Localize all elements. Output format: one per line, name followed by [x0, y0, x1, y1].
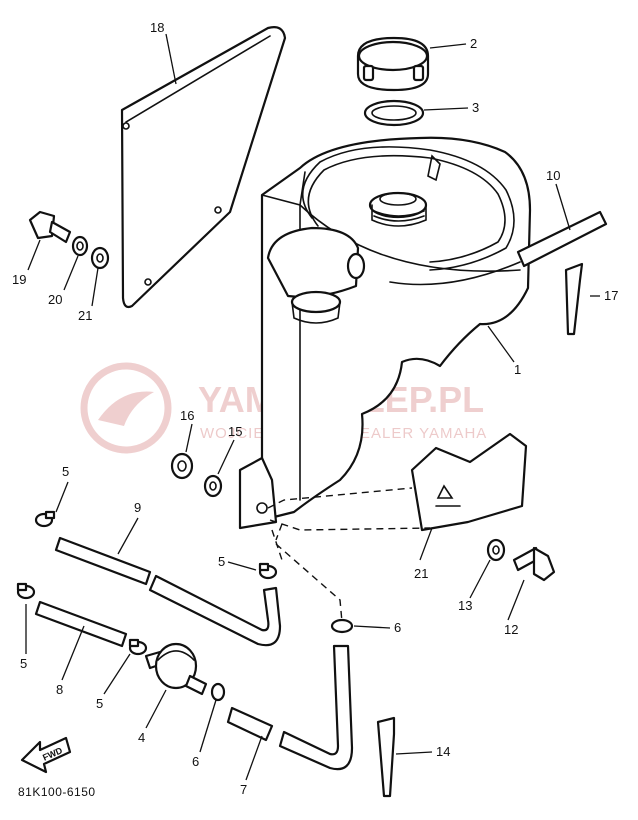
part-13-strap — [376, 716, 396, 798]
part-6-clip-a — [210, 682, 226, 702]
callout-5-a: 5 — [62, 464, 69, 479]
part-5-clamp-d — [128, 638, 148, 656]
part-11-bolt — [512, 546, 556, 582]
leader-lines — [25, 33, 600, 781]
part-19-washer — [71, 235, 89, 257]
callout-10: 10 — [546, 168, 560, 183]
callout-19: 20 — [48, 292, 62, 307]
fwd-arrow-icon: FWD — [20, 736, 72, 774]
callouts: 18 2 3 10 17 1 19 20 21 16 15 5 9 5 5 8 … — [12, 20, 618, 797]
callout-20: 21 — [78, 308, 92, 323]
part-3-gasket — [363, 99, 425, 127]
callout-5-b: 5 — [218, 554, 225, 569]
callout-4: 4 — [138, 730, 145, 745]
part-14-collar — [203, 474, 223, 498]
callout-18: 19 — [12, 272, 26, 287]
callout-7: 7 — [240, 782, 247, 797]
part-10-hose — [516, 210, 608, 268]
watermark-logo-swoosh — [98, 391, 154, 426]
diagram-part-number: 81K100-6150 — [18, 785, 96, 799]
part-2-filler-cap — [356, 36, 430, 92]
part-21-bracket — [410, 432, 528, 532]
part-6-clip-b — [330, 618, 354, 634]
callout-13: 14 — [436, 744, 450, 759]
callout-5-d: 5 — [96, 696, 103, 711]
callout-16: 17 — [604, 288, 618, 303]
callout-17: 18 — [150, 20, 164, 35]
callout-2: 2 — [470, 36, 477, 51]
callout-15: 16 — [180, 408, 194, 423]
callout-12: 13 — [458, 598, 472, 613]
part-1-fuel-tank — [238, 136, 532, 530]
part-5-clamp-c — [16, 582, 36, 600]
callout-9: 9 — [134, 500, 141, 515]
part-12-washer — [486, 538, 506, 562]
part-16-strap — [564, 262, 584, 336]
callout-1: 1 — [514, 362, 521, 377]
callout-21: 21 — [414, 566, 428, 581]
callout-14: 15 — [228, 424, 242, 439]
part-17-side-cover — [120, 26, 287, 309]
callout-8: 8 — [56, 682, 63, 697]
callout-5-c: 5 — [20, 656, 27, 671]
part-5-clamp-b — [258, 562, 278, 580]
part-9-hose — [54, 536, 282, 647]
part-8-hose — [34, 600, 128, 648]
callout-3: 3 — [472, 100, 479, 115]
part-18-bolt — [28, 210, 72, 244]
part-15-damper — [170, 452, 194, 480]
part-4-fuel-filter — [144, 642, 208, 696]
assembly-lines — [267, 487, 431, 623]
part-7-hose — [226, 644, 354, 771]
callout-6-a: 6 — [192, 754, 199, 769]
watermark-logo-icon — [80, 362, 172, 454]
part-20-grommet — [90, 246, 110, 270]
callout-6-b: 6 — [394, 620, 401, 635]
callout-11: 12 — [504, 622, 518, 637]
part-5-clamp-a — [34, 510, 56, 528]
